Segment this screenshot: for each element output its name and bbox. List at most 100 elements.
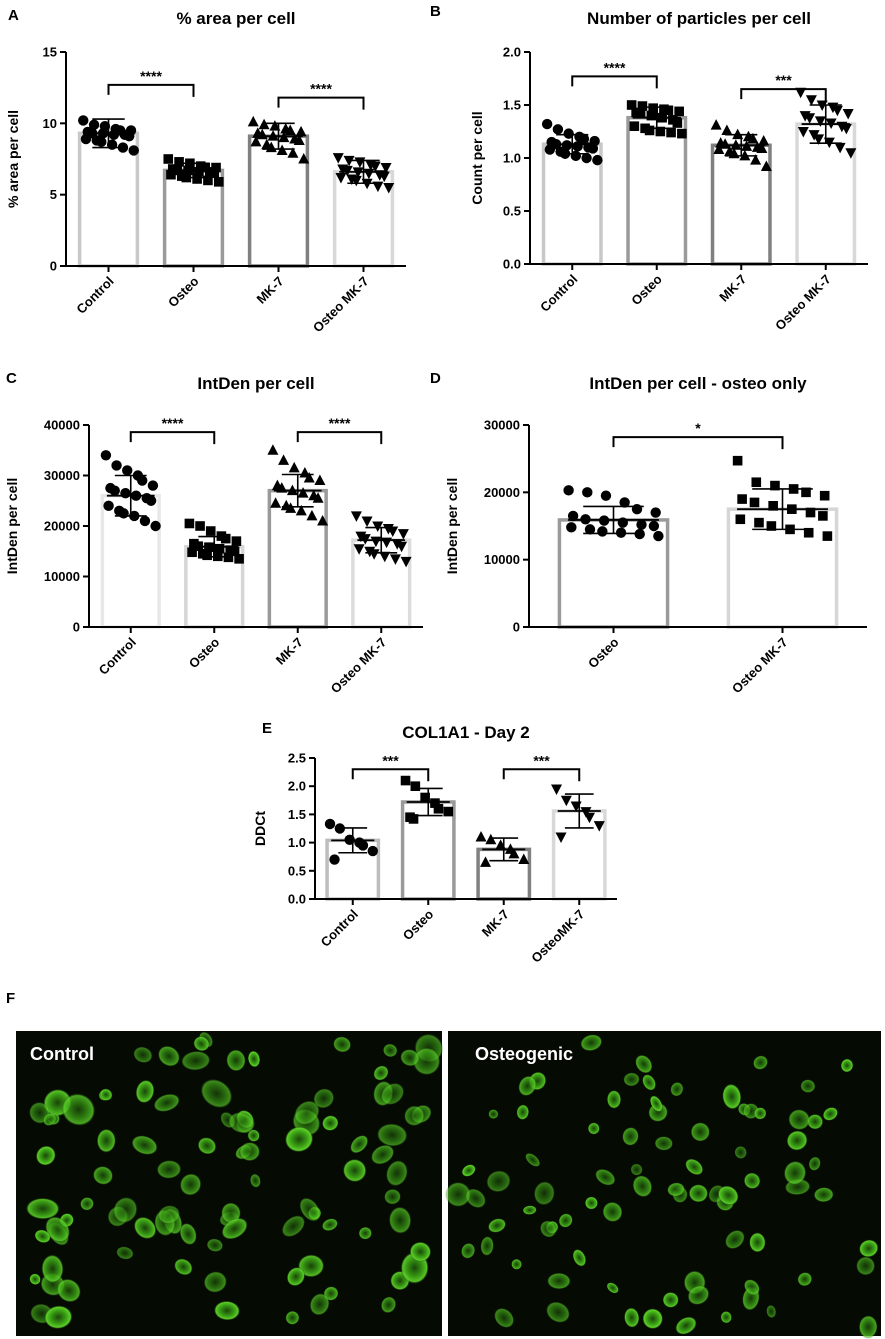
micrograph-control-cell-74 xyxy=(133,1046,153,1064)
y-tick-label-d-3: 30000 xyxy=(484,418,520,433)
micrograph-control-cell-77 xyxy=(193,1036,210,1052)
y-tick-label-d-1: 10000 xyxy=(484,552,520,567)
micrograph-control-cell-0 xyxy=(380,1296,397,1314)
micrograph-osteogenic-cell-64 xyxy=(662,1291,679,1308)
data-point-a-2-17 xyxy=(298,153,310,164)
data-point-a-1-16 xyxy=(203,175,213,186)
micrograph-osteogenic-cell-25 xyxy=(690,1122,711,1142)
category-label-e-0: Control xyxy=(318,907,361,950)
micrograph-osteogenic-cell-72 xyxy=(743,1172,761,1190)
data-point-b-3-16 xyxy=(834,142,846,154)
micrograph-osteogenic-cell-3 xyxy=(635,1054,653,1074)
micrograph-osteogenic-cell-51 xyxy=(558,1213,573,1228)
data-point-b-1-17 xyxy=(677,128,687,139)
micrograph-control-cell-87 xyxy=(157,1204,181,1225)
data-point-c-2-5 xyxy=(314,474,326,486)
data-point-c-2-2 xyxy=(288,461,300,473)
micrograph-control-cell-35 xyxy=(56,1278,82,1303)
micrograph-control-cell-86 xyxy=(153,1093,181,1113)
micrograph-osteogenic-cell-48 xyxy=(753,1107,767,1120)
chart-title-d: IntDen per cell - osteo only xyxy=(589,374,807,393)
data-point-a-1-11 xyxy=(209,168,220,179)
data-point-c-1-2 xyxy=(205,526,216,536)
data-point-d-1-11 xyxy=(818,511,828,521)
category-label-b-2: MK-7 xyxy=(716,272,749,305)
micrograph-control-cell-39 xyxy=(370,1144,395,1165)
micrograph-control-cell-64 xyxy=(247,1050,261,1068)
data-point-e-3-5 xyxy=(593,821,605,832)
micrograph-osteogenic-cell-34 xyxy=(855,1256,876,1276)
category-label-c-1: Osteo xyxy=(186,634,223,671)
data-point-e-2-0 xyxy=(475,830,487,842)
micrograph-control-cell-69 xyxy=(403,1105,425,1127)
data-point-c-0-14 xyxy=(118,508,129,519)
category-label-a-0: Control xyxy=(73,274,116,317)
micrograph-control-cell-67 xyxy=(309,1293,330,1316)
micrograph-control-cell-78 xyxy=(286,1266,306,1287)
data-point-a-1-5 xyxy=(211,162,221,173)
data-point-b-1-5 xyxy=(674,106,684,117)
data-point-a-1-9 xyxy=(194,167,204,177)
data-point-c-2-16 xyxy=(306,509,318,521)
y-tick-label-a-3: 15 xyxy=(43,45,57,60)
micrograph-control-cell-16 xyxy=(157,1045,181,1067)
significance-bracket-d-0 xyxy=(612,436,784,450)
panel-letter-a: A xyxy=(8,7,19,24)
data-point-d-0-6 xyxy=(567,510,579,522)
y-tick-label-c-1: 10000 xyxy=(44,569,80,584)
micrograph-osteogenic-cell-37 xyxy=(539,1220,557,1238)
significance-label-c-0: **** xyxy=(162,415,184,431)
data-point-e-0-0 xyxy=(324,818,336,830)
y-tick-label-c-0: 0 xyxy=(73,620,80,635)
data-point-a-3-12 xyxy=(335,173,347,184)
data-point-a-1-0 xyxy=(163,154,174,164)
data-point-a-3-16 xyxy=(372,181,384,193)
data-point-b-3-7 xyxy=(804,113,816,124)
data-point-b-1-0 xyxy=(626,100,637,110)
micrograph-osteogenic-cell-62 xyxy=(749,1232,766,1253)
micrograph-control-cell-22 xyxy=(213,1300,241,1321)
significance-bracket-e-1 xyxy=(502,768,581,782)
data-point-c-1-5 xyxy=(231,536,242,546)
micrograph-control-cell-8 xyxy=(299,1197,321,1222)
data-point-d-0-4 xyxy=(631,503,643,515)
micrograph-osteogenic-cell-56 xyxy=(722,1083,742,1110)
data-point-d-1-2 xyxy=(770,480,780,491)
micrograph-osteogenic-cell-11 xyxy=(461,1164,476,1177)
micrograph-osteogenic-cell-68 xyxy=(587,1122,600,1135)
data-point-a-0-9 xyxy=(108,129,120,140)
micrograph-osteogenic-cell-41 xyxy=(822,1107,839,1121)
micrograph-osteogenic-cell-43 xyxy=(594,1168,616,1186)
micrograph-osteogenic-cell-31 xyxy=(480,1236,494,1256)
micrograph-osteogenic-cell-12 xyxy=(720,1311,732,1324)
data-point-d-1-6 xyxy=(737,494,747,504)
data-point-b-3-8 xyxy=(814,116,826,127)
chart-title-e: COL1A1 - Day 2 xyxy=(402,723,530,742)
data-point-b-0-11 xyxy=(587,143,599,154)
micrograph-control-cell-36 xyxy=(44,1216,71,1243)
data-point-c-3-15 xyxy=(379,551,391,563)
significance-label-b-0: **** xyxy=(604,59,626,75)
y-tick-label-d-0: 0 xyxy=(513,620,520,635)
micrograph-control-label: Control xyxy=(30,1044,94,1064)
micrograph-control-cell-84 xyxy=(80,1197,94,1211)
y-tick-label-c-4: 40000 xyxy=(44,418,80,433)
data-point-b-3-5 xyxy=(842,108,854,120)
significance-bracket-a-1 xyxy=(277,96,365,110)
data-point-c-1-14 xyxy=(202,550,212,561)
data-point-b-0-17 xyxy=(592,154,603,166)
micrograph-osteogenic-cell-61 xyxy=(465,1188,487,1209)
data-point-c-3-12 xyxy=(353,544,365,555)
chart-a: A% area per cell% area per cell051015Con… xyxy=(5,7,406,335)
micrograph-osteogenic-cell-55 xyxy=(840,1058,854,1073)
data-point-c-0-17 xyxy=(150,520,161,532)
data-point-d-1-12 xyxy=(735,514,746,525)
micrograph-osteogenic-cell-71 xyxy=(766,1304,777,1319)
data-point-d-0-10 xyxy=(636,519,647,530)
bar-b-2 xyxy=(710,143,772,266)
micrograph-control-cell-63 xyxy=(61,1093,96,1127)
micrograph-control-cell-73 xyxy=(99,1088,113,1101)
data-point-d-0-11 xyxy=(648,520,660,532)
micrograph-control-cell-54 xyxy=(35,1145,56,1166)
data-point-c-0-8 xyxy=(120,487,131,499)
